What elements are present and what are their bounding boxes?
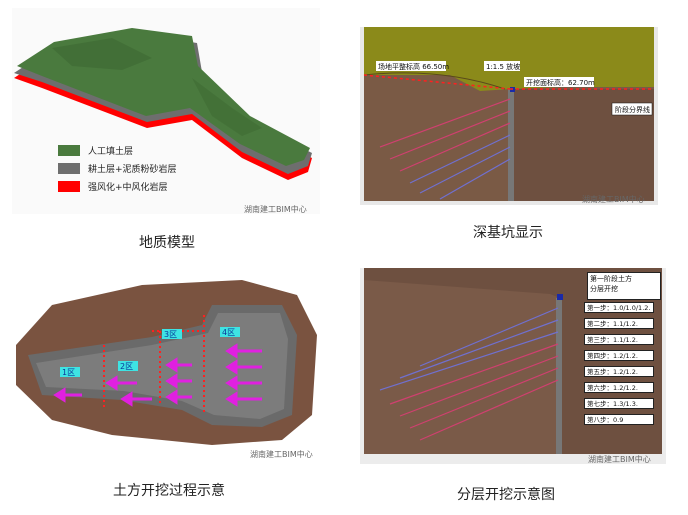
zone-label: 2区 [120, 362, 133, 371]
step-item: 第八步：0.9 [584, 414, 654, 425]
slope-label: 1:1.5 放坡 [486, 62, 520, 71]
step-item: 第三步：1.1/1.2. [584, 334, 654, 345]
layered-caption: 分层开挖示意图 [457, 487, 555, 503]
geology-panel: 人工填土层 耕土层+泥质粉砂岩层 强风化+中风化岩层 湖南建工BIM中心 [12, 8, 320, 214]
earthwork-image: 1区 2区 3区 4区 [16, 280, 317, 445]
step-item: 第四步：1.2/1.2. [584, 350, 654, 361]
watermark: 湖南建工BIM中心 [582, 195, 645, 204]
legend-swatch [58, 180, 80, 192]
ground-label: 场地平整标高 66.50m [378, 62, 449, 71]
legend-item: 耕土层+泥质粉砂岩层 [58, 160, 177, 176]
step-list: 第一步：1.0/1.0/1.2. 第二步：1.1/1.2. 第三步：1.1/1.… [584, 302, 654, 430]
pit-caption: 深基坑显示 [473, 225, 543, 241]
earthwork-caption: 土方开挖过程示意 [113, 483, 225, 499]
zone-label: 4区 [222, 328, 235, 337]
legend-item: 人工填土层 [58, 142, 177, 158]
geology-model-image [14, 28, 312, 180]
layer-header: 第一阶段土方 分层开挖 [587, 272, 661, 300]
pit-image: 场地平整标高 66.50m 1:1.5 放坡 开挖面标高：62.70m 阶段分界… [363, 27, 654, 201]
legend-swatch [58, 144, 80, 156]
legend-label: 人工填土层 [88, 146, 134, 157]
legend-label: 耕土层+泥质粉砂岩层 [88, 164, 177, 175]
zone-label: 1区 [62, 368, 75, 377]
excavation-label: 开挖面标高：62.70m [526, 78, 595, 87]
legend-label: 强风化+中风化岩层 [88, 182, 168, 193]
step-label: 阶段分界线 [615, 105, 650, 114]
step-item: 第一步：1.0/1.0/1.2. [584, 302, 654, 313]
watermark: 湖南建工BIM中心 [250, 450, 313, 459]
step-item: 第二步：1.1/1.2. [584, 318, 654, 329]
pit-panel: 场地平整标高 66.50m 1:1.5 放坡 开挖面标高：62.70m 阶段分界… [360, 27, 658, 205]
legend-swatch [58, 162, 80, 174]
earthwork-panel: 1区 2区 3区 4区 湖南建工BIM中心 [12, 275, 330, 459]
layered-panel: 第一阶段土方 分层开挖 第一步：1.0/1.0/1.2. 第二步：1.1/1.2… [360, 268, 666, 464]
legend-item: 强风化+中风化岩层 [58, 178, 177, 194]
watermark: 湖南建工BIM中心 [244, 205, 307, 214]
watermark: 湖南建工BIM中心 [588, 455, 651, 464]
geology-legend: 人工填土层 耕土层+泥质粉砂岩层 强风化+中风化岩层 [58, 142, 177, 194]
step-item: 第七步：1.3/1.3. [584, 398, 654, 409]
geology-caption: 地质模型 [139, 235, 195, 251]
zone-label: 3区 [164, 330, 177, 339]
step-item: 第五步：1.2/1.2. [584, 366, 654, 377]
step-item: 第六步：1.2/1.2. [584, 382, 654, 393]
